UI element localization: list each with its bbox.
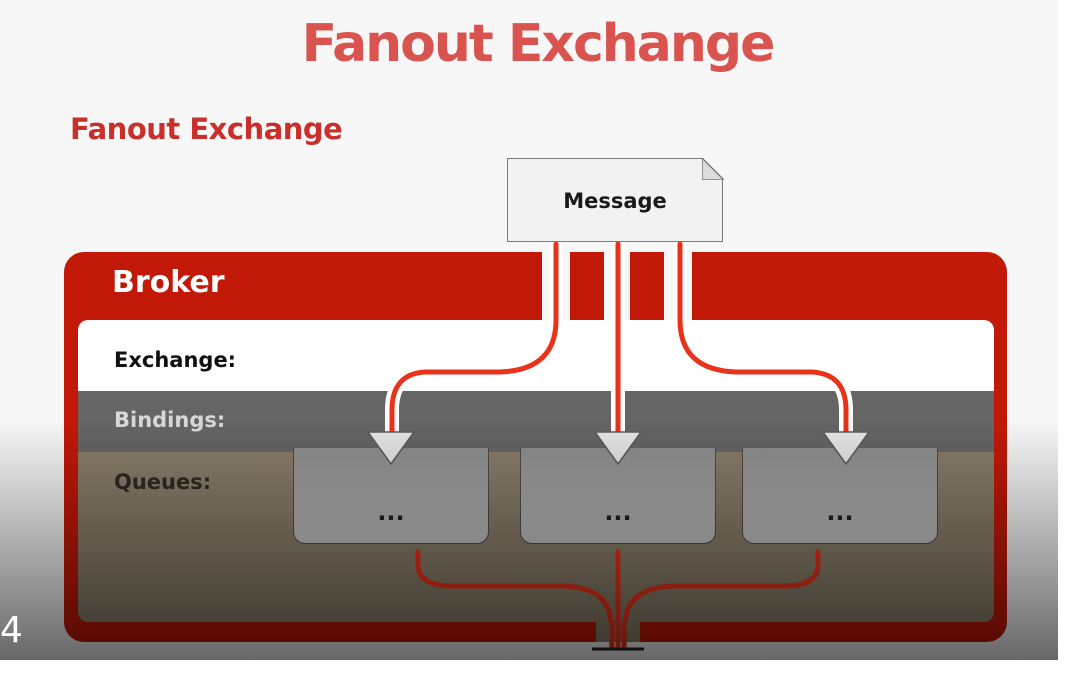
consumer-line-left [415,549,615,651]
message-label: Message [563,189,667,213]
slide: Fanout Exchange Fanout Exchange Broker E… [0,14,1058,660]
slide-title: Fanout Exchange [301,14,776,74]
page-fold-icon [701,157,724,180]
route-line-left [389,241,559,435]
consumer-line-right [621,549,821,651]
binding-arrow-2 [593,431,643,466]
routing-lines [366,241,871,651]
broker-label: Broker [112,265,225,300]
binding-arrow-1 [366,431,416,466]
binding-arrow-3 [821,431,871,466]
exchange-label: Exchange: [114,348,237,372]
route-line-right [677,241,849,435]
message-box: Message [507,157,724,242]
slide-subtitle: Fanout Exchange [70,112,343,146]
page-number: 4 [0,610,23,651]
